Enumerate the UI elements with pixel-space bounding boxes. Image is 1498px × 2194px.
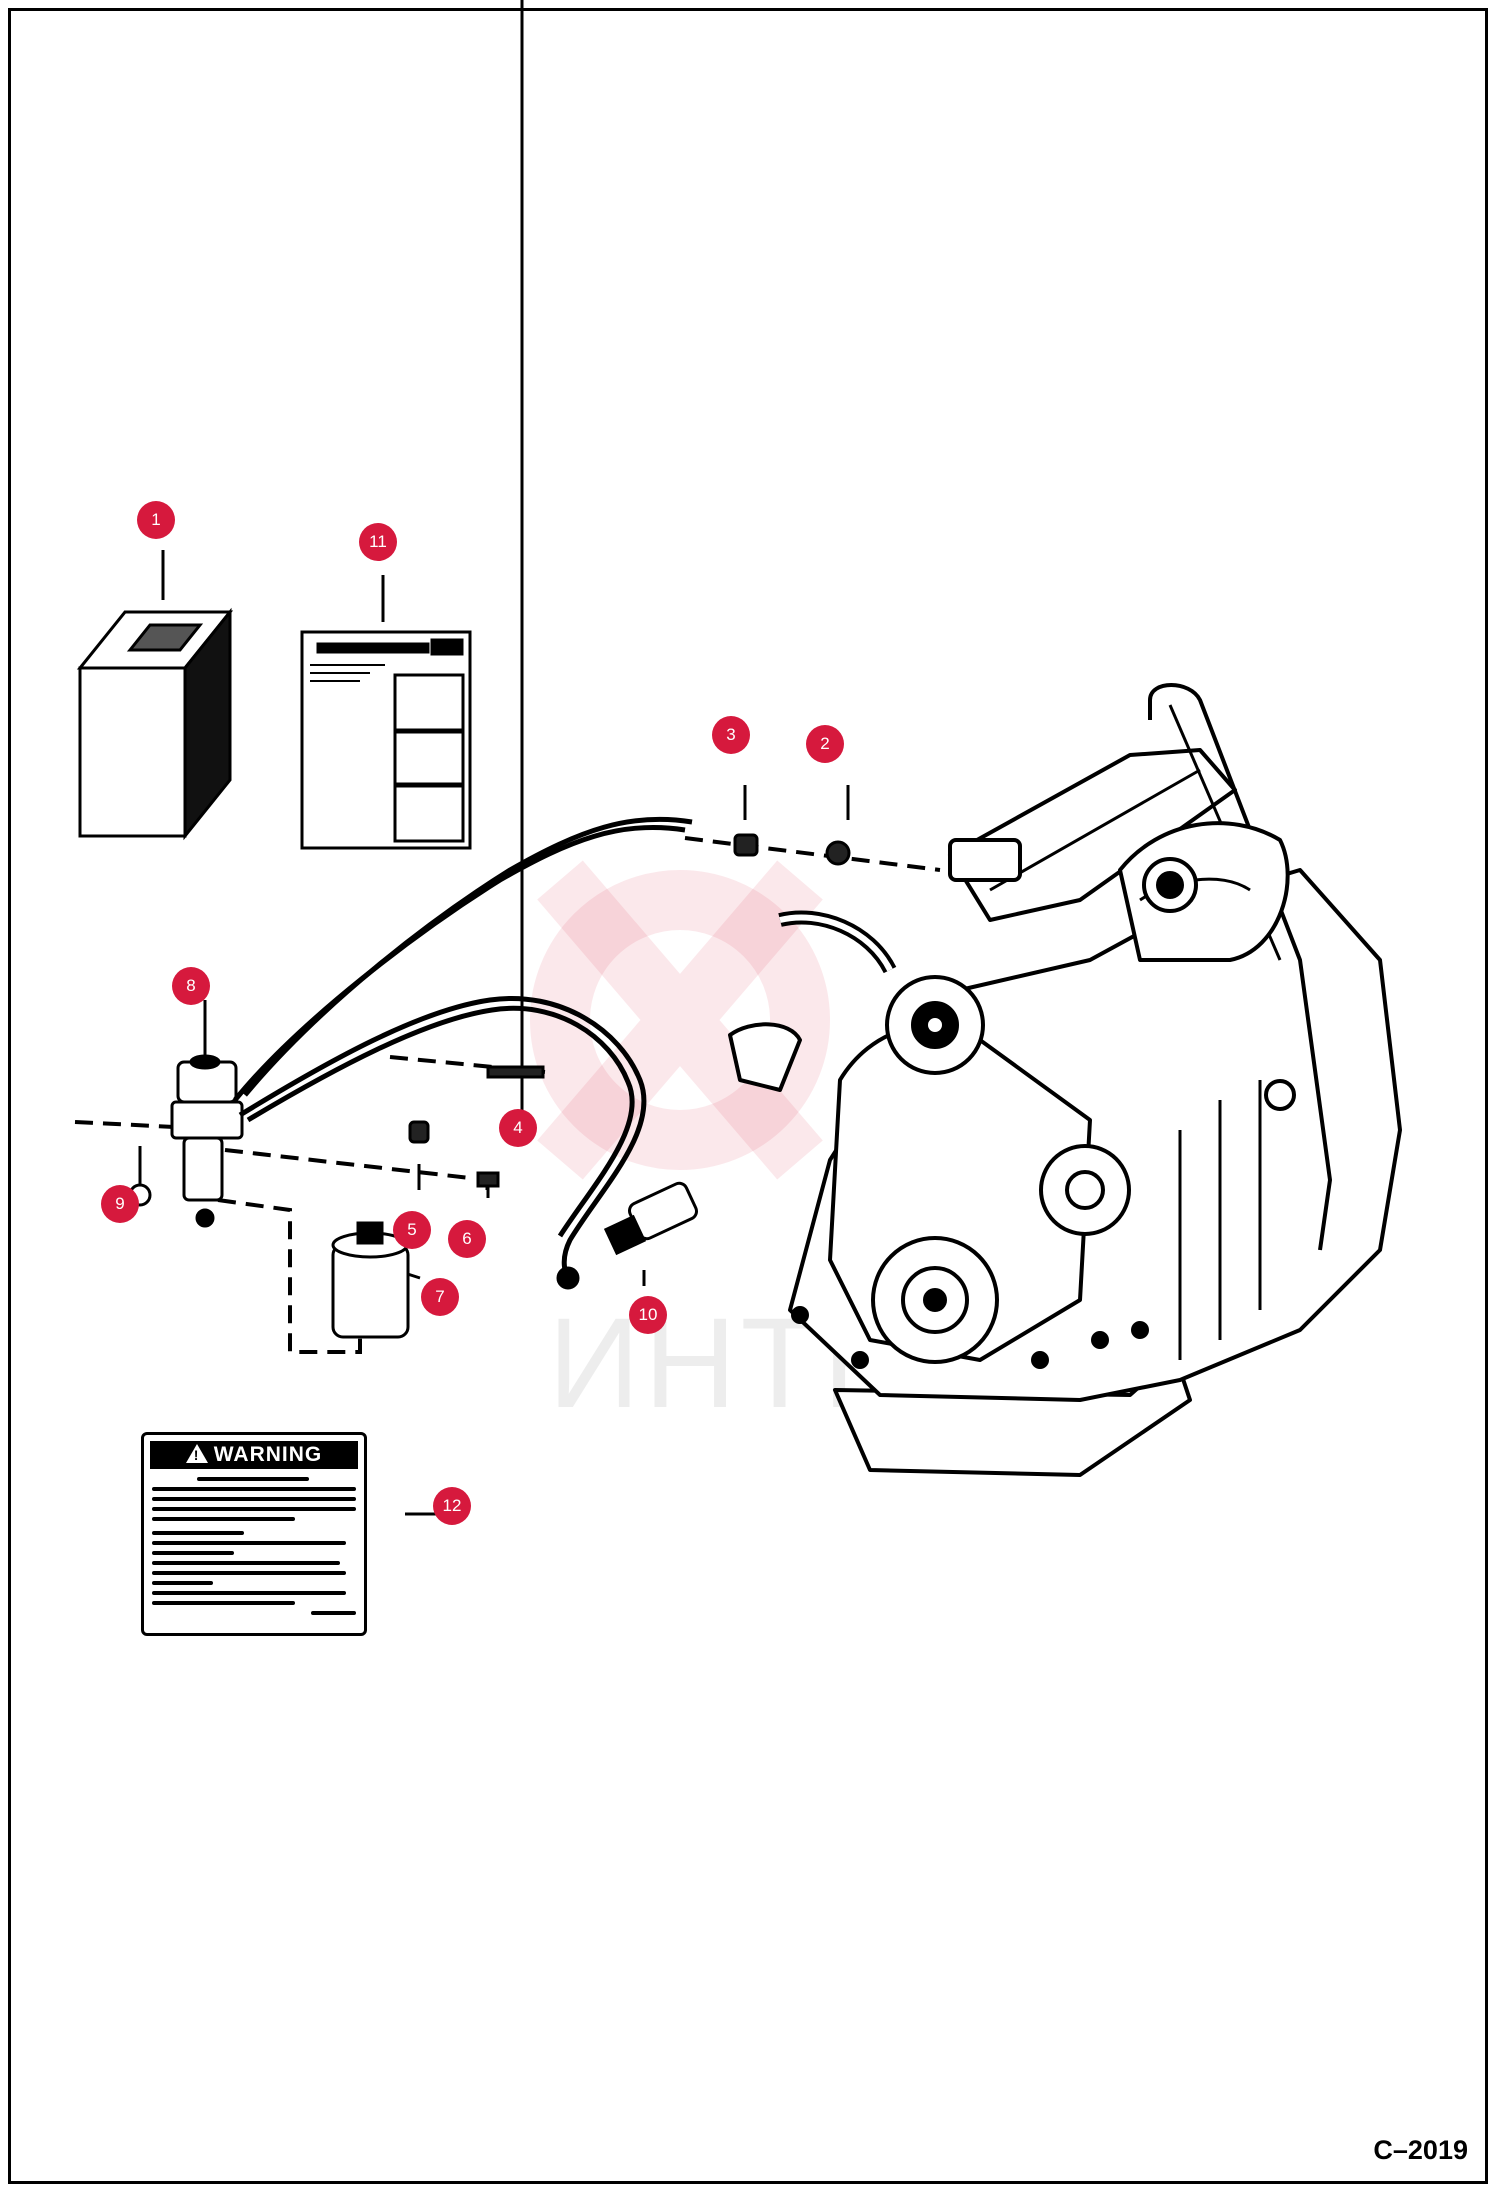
warning-fine-print [152, 1477, 356, 1621]
part-10-nozzle [603, 1181, 698, 1256]
watermark-gear [530, 860, 830, 1180]
part-6-bolt [476, 1171, 500, 1198]
callout-3: 3 [712, 716, 750, 754]
part-11-instructions [300, 630, 472, 850]
figure-id: C–2019 [1373, 2135, 1468, 2165]
callout-1: 1 [137, 501, 175, 539]
callout-10: 10 [629, 1296, 667, 1334]
callout-2: 2 [806, 725, 844, 763]
warning-triangle-icon [185, 1444, 208, 1463]
callout-4: 4 [499, 1109, 537, 1147]
part-2-nut [825, 840, 851, 866]
callout-6: 6 [448, 1220, 486, 1258]
callout-9: 9 [101, 1185, 139, 1223]
warning-title-text: WARNING [213, 1443, 323, 1466]
callout-11: 11 [359, 523, 397, 561]
callout-5: 5 [393, 1211, 431, 1249]
hose-lines [233, 816, 693, 1290]
part-8-valve [170, 1054, 244, 1228]
engine-assembly [728, 683, 1402, 1477]
page-frame [8, 8, 1488, 2184]
leader-lines [138, 0, 850, 1516]
part-1-box [76, 607, 234, 841]
callout-8: 8 [172, 967, 210, 1005]
part-3-fitting [733, 833, 759, 857]
warning-title: WARNING [150, 1441, 358, 1469]
part-4-bolt [486, 1065, 545, 1079]
warning-decal: WARNING [141, 1432, 367, 1636]
callout-12: 12 [433, 1487, 471, 1525]
part-5-nut [408, 1120, 430, 1144]
callout-7: 7 [421, 1278, 459, 1316]
